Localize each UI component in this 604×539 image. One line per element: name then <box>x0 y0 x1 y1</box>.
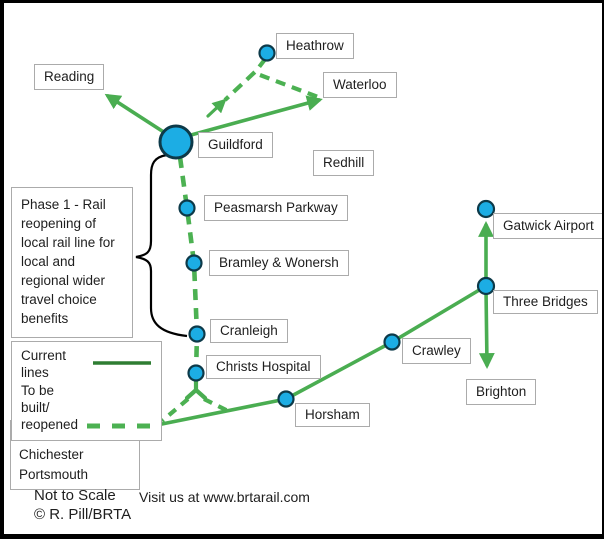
legend-current-label: Current lines <box>21 348 67 380</box>
station-label-three-bridges: Three Bridges <box>493 290 598 314</box>
legend-box: Current lines To be built/ reopened <box>11 341 162 441</box>
station-dot-christs-hospital <box>187 364 205 382</box>
station-label-waterloo: Waterloo <box>323 72 397 98</box>
current-lines-group <box>104 93 495 433</box>
station-dot-peasmarsh <box>178 199 196 217</box>
line-interchange-arrow <box>206 98 227 118</box>
station-dot-crawley <box>383 333 401 351</box>
station-label-cranleigh: Cranleigh <box>210 319 288 343</box>
station-dot-heathrow <box>258 44 276 62</box>
not-to-scale-note: Not to Scale <box>34 487 116 504</box>
station-label-brighton: Brighton <box>466 379 537 405</box>
station-label-christs-hospital: Christs Hospital <box>206 355 321 379</box>
station-label-peasmarsh: Peasmarsh Parkway <box>204 195 348 221</box>
line-threebridges-horsham-arundel <box>143 284 488 433</box>
website-text: Visit us at www.brtarail.com <box>139 489 310 505</box>
station-dot-guildford <box>158 124 194 160</box>
station-dot-gatwick <box>476 199 496 219</box>
phase-note-box: Phase 1 - Rail reopening of local rail l… <box>11 187 133 338</box>
line-guildford-waterloo <box>178 95 323 140</box>
station-label-bramley: Bramley & Wonersh <box>209 250 349 276</box>
station-dot-bramley <box>185 254 203 272</box>
legend-planned-row: To be built/ reopened <box>21 382 152 433</box>
station-label-heathrow: Heathrow <box>276 33 354 59</box>
line-threebridges-brighton <box>478 287 495 369</box>
station-label-guildford: Guildford <box>198 132 273 158</box>
station-dots-group <box>158 44 496 408</box>
legend-planned-label: To be built/ reopened <box>21 383 79 432</box>
legend-current-row: Current lines <box>21 347 152 381</box>
line-guildford-cranleigh-christs-reopened <box>177 156 200 375</box>
station-label-gatwick: Gatwick Airport <box>493 213 602 239</box>
line-christs-arundel-branch-reopened <box>160 397 190 423</box>
station-label-crawley: Crawley <box>402 338 471 364</box>
line-guildford-heathrow-reopened <box>223 56 268 102</box>
station-dot-cranleigh <box>188 325 206 343</box>
station-dot-horsham <box>277 390 295 408</box>
phase-brace <box>135 153 188 338</box>
copyright-text: © R. Pill/BRTA <box>34 506 132 523</box>
legend-current-line-sample <box>93 360 151 365</box>
station-label-redhill: Redhill <box>313 150 375 176</box>
legend-planned-line-sample <box>87 423 151 429</box>
line-heathrow-branch-waterloo-reopened <box>259 73 319 99</box>
station-label-reading: Reading <box>34 64 105 90</box>
station-label-horsham: Horsham <box>295 403 370 427</box>
station-dot-three-bridges <box>476 276 496 296</box>
map-line-layer <box>104 44 496 433</box>
